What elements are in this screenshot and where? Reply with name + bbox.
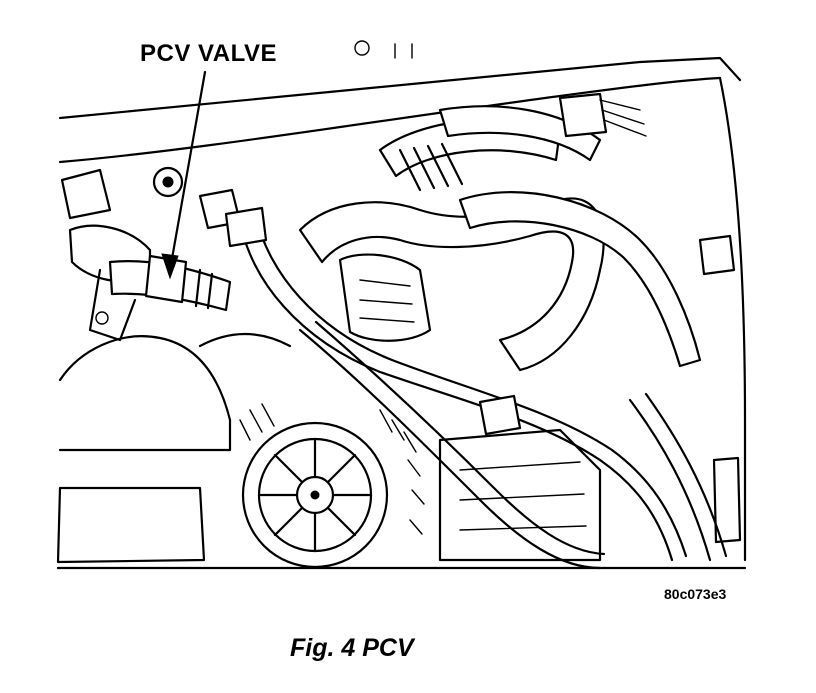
right-hose <box>458 191 702 368</box>
left-housing <box>60 168 112 220</box>
figure-code: 80c073e3 <box>664 586 727 602</box>
center-ribs <box>398 142 464 192</box>
cooling-fins <box>239 403 425 535</box>
right-lower-housing <box>438 428 602 562</box>
connector-wires <box>599 99 647 137</box>
wire-bundle-1 <box>238 218 674 562</box>
wire-bundle-3 <box>298 328 602 570</box>
throttle-body <box>338 253 432 342</box>
small-fastener <box>354 40 413 59</box>
connector-block-3 <box>478 394 522 436</box>
throttle-detail <box>359 279 415 323</box>
mount-hole <box>95 311 109 325</box>
connector-block-5 <box>698 234 736 276</box>
connector-block-4 <box>558 92 608 138</box>
pulley-center <box>310 490 320 500</box>
pcv-valve-callout: PCV VALVE <box>140 40 277 67</box>
right-tube-2 <box>644 392 728 558</box>
callout-arrowhead <box>161 253 179 280</box>
right-lower-detail <box>459 461 587 531</box>
right-cap <box>712 456 742 544</box>
hose-clamp <box>194 268 214 310</box>
upper-hose <box>438 105 602 162</box>
figure-caption: Fig. 4 PCV <box>290 634 414 662</box>
wire-bundle-2 <box>254 214 688 558</box>
connector-block-2 <box>224 206 268 248</box>
right-tube <box>628 398 712 562</box>
engine-block-edge <box>198 332 292 348</box>
callout-leader <box>168 70 207 272</box>
hood-edge-line <box>58 56 742 120</box>
engine-block-left <box>58 335 232 452</box>
left-mount <box>88 268 137 342</box>
fender-line <box>718 76 747 562</box>
lower-box <box>56 486 206 564</box>
wire-bundle-4 <box>314 320 606 556</box>
pcv-grommet-center <box>162 176 174 188</box>
pulley-spokes <box>257 437 373 553</box>
